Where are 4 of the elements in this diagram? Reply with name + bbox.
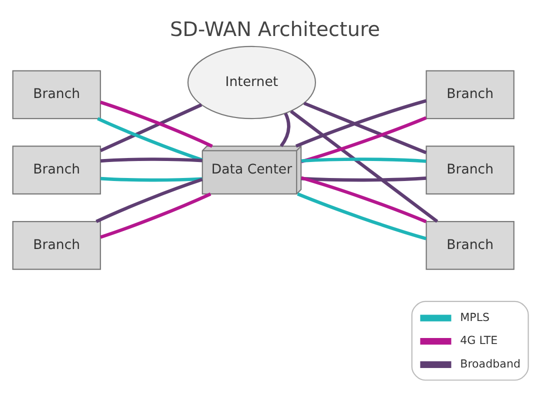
legend-label: MPLS: [460, 310, 490, 324]
diagram-title: SD-WAN Architecture: [170, 16, 380, 41]
legend-label: 4G LTE: [460, 334, 498, 348]
legend-label: Broadband: [460, 357, 521, 370]
